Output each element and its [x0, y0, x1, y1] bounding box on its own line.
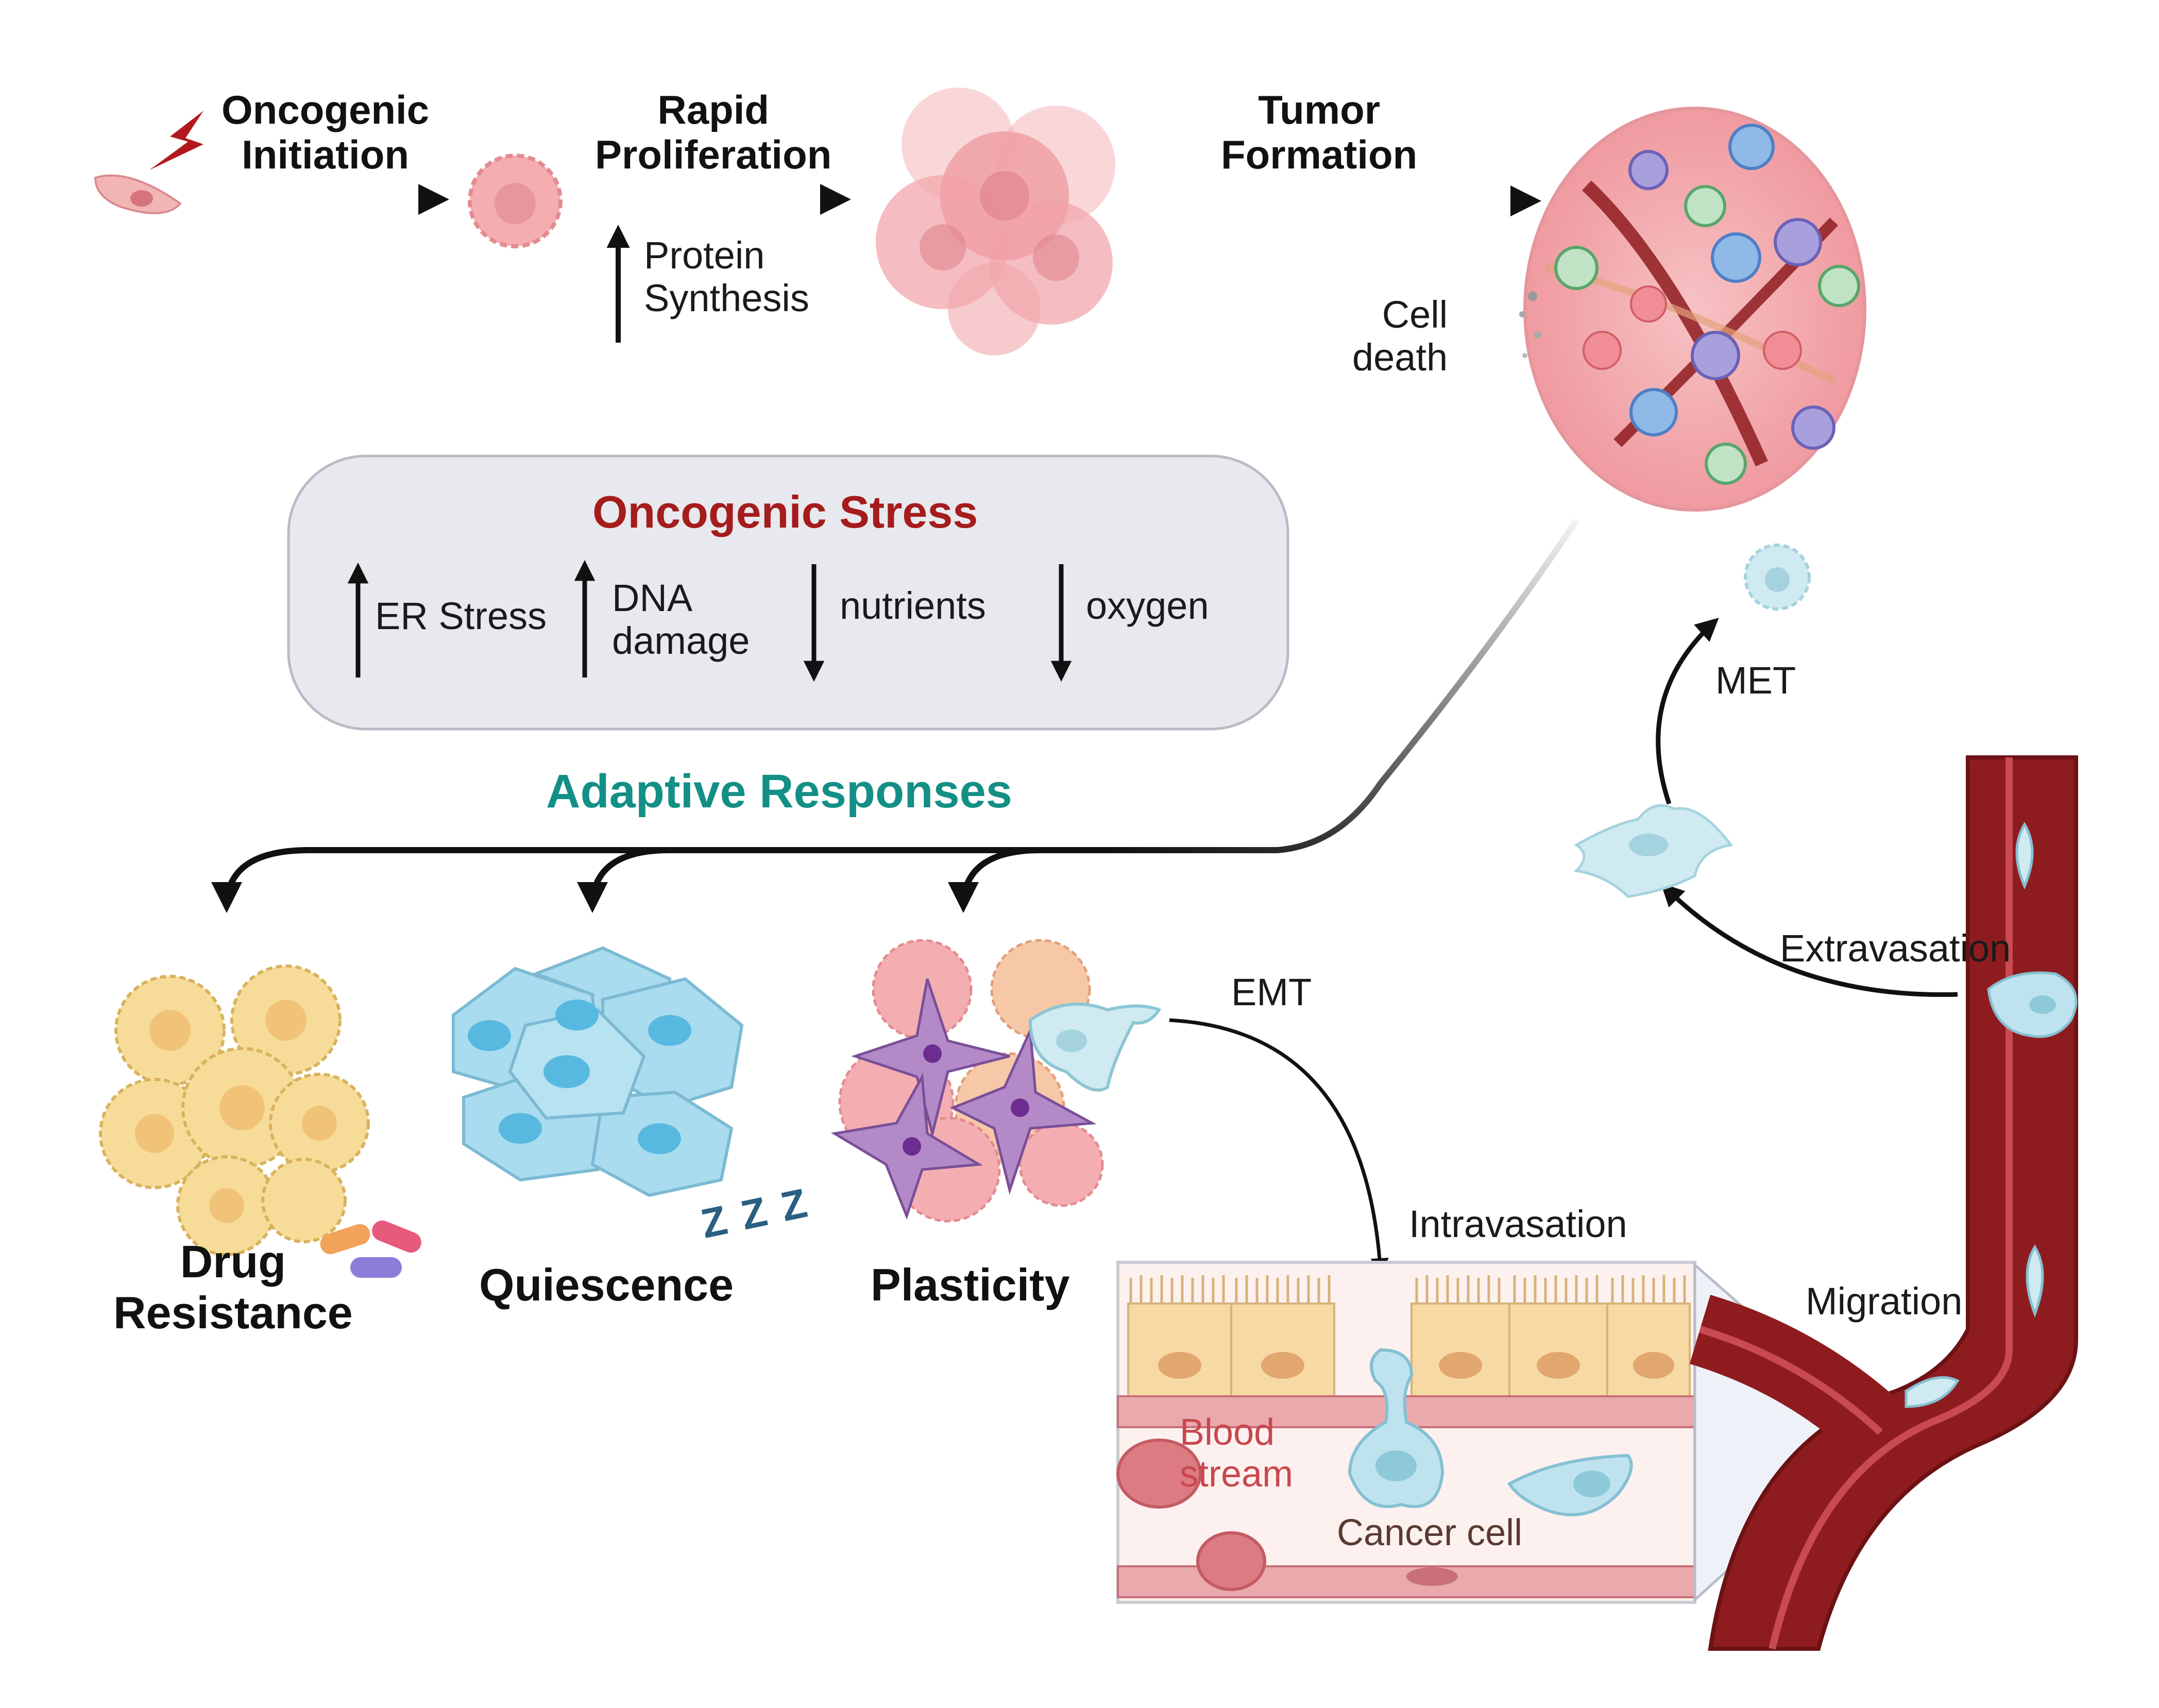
transformed-cell-icon: [468, 154, 563, 248]
label-extravasation: Extravasation: [1780, 927, 2011, 970]
label-met: MET: [1715, 659, 1796, 702]
colonizing-cell-icon: [1744, 544, 1811, 611]
label-emt: EMT: [1231, 971, 1312, 1013]
label-dna-damage: DNA damage: [612, 577, 750, 662]
label-oncogenic-initiation: Oncogenic Initiation: [222, 87, 430, 178]
label-blood-stream: Blood stream: [1180, 1412, 1294, 1495]
label-oxygen: oxygen: [1086, 584, 1209, 627]
proliferating-cluster-icon: [876, 88, 1115, 356]
label-nutrients: nutrients: [840, 584, 986, 627]
label-protein-synthesis: Protein Synthesis: [644, 234, 809, 319]
drug-resistant-cluster-icon: [99, 965, 370, 1256]
arrow-extravasation: [1660, 883, 1958, 997]
lightning-icon: [149, 111, 203, 170]
label-tumor-formation: Tumor Formation: [1221, 87, 1418, 178]
label-rapid-proliferation: Rapid Proliferation: [595, 87, 832, 178]
red-blood-cell-icon: [1116, 1439, 1266, 1591]
adaptive-responses-title: Adaptive Responses: [546, 765, 1012, 818]
label-er-stress: ER Stress: [375, 595, 547, 637]
arrow-met: [1656, 617, 1719, 805]
label-intravasation: Intravasation: [1409, 1203, 1627, 1245]
stress-panel: [287, 454, 1289, 731]
endothelial-layer: [1127, 1275, 1691, 1397]
label-drug-resistance: Drug Resistance: [113, 1236, 353, 1338]
quiescent-cluster-icon: [452, 946, 744, 1197]
normal-cell-icon: [94, 174, 182, 214]
label-migration: Migration: [1806, 1280, 1963, 1323]
label-cell-death: Cell death: [1352, 293, 1448, 379]
arrow-to-quiescence: [577, 847, 670, 913]
pill-capsules-icon: [320, 1220, 421, 1278]
label-plasticity: Plasticity: [871, 1259, 1070, 1310]
intravasating-cancer-cell-icon: [1348, 1348, 1444, 1508]
circulating-cancer-cell-icon: [1507, 1453, 1633, 1516]
arrow-to-plasticity: [948, 847, 1041, 913]
mesenchymal-cell-icon: [1573, 804, 1733, 898]
arrow-tumor-to-adaptive: [211, 518, 1579, 913]
arrow-emt-intravasation: [1169, 1018, 1389, 1276]
stress-panel-title: Oncogenic Stress: [592, 486, 978, 537]
extravasating-cell-icon: [1987, 971, 2078, 1038]
vessel-inset: [1116, 1261, 1696, 1604]
label-quiescence: Quiescence: [479, 1259, 734, 1310]
tumor-mass-icon: [1519, 107, 1866, 512]
blood-vessel-icon: [1689, 755, 2078, 1651]
plasticity-cluster-icon: [830, 939, 1162, 1223]
label-cancer-cell: Cancer cell: [1337, 1512, 1523, 1553]
